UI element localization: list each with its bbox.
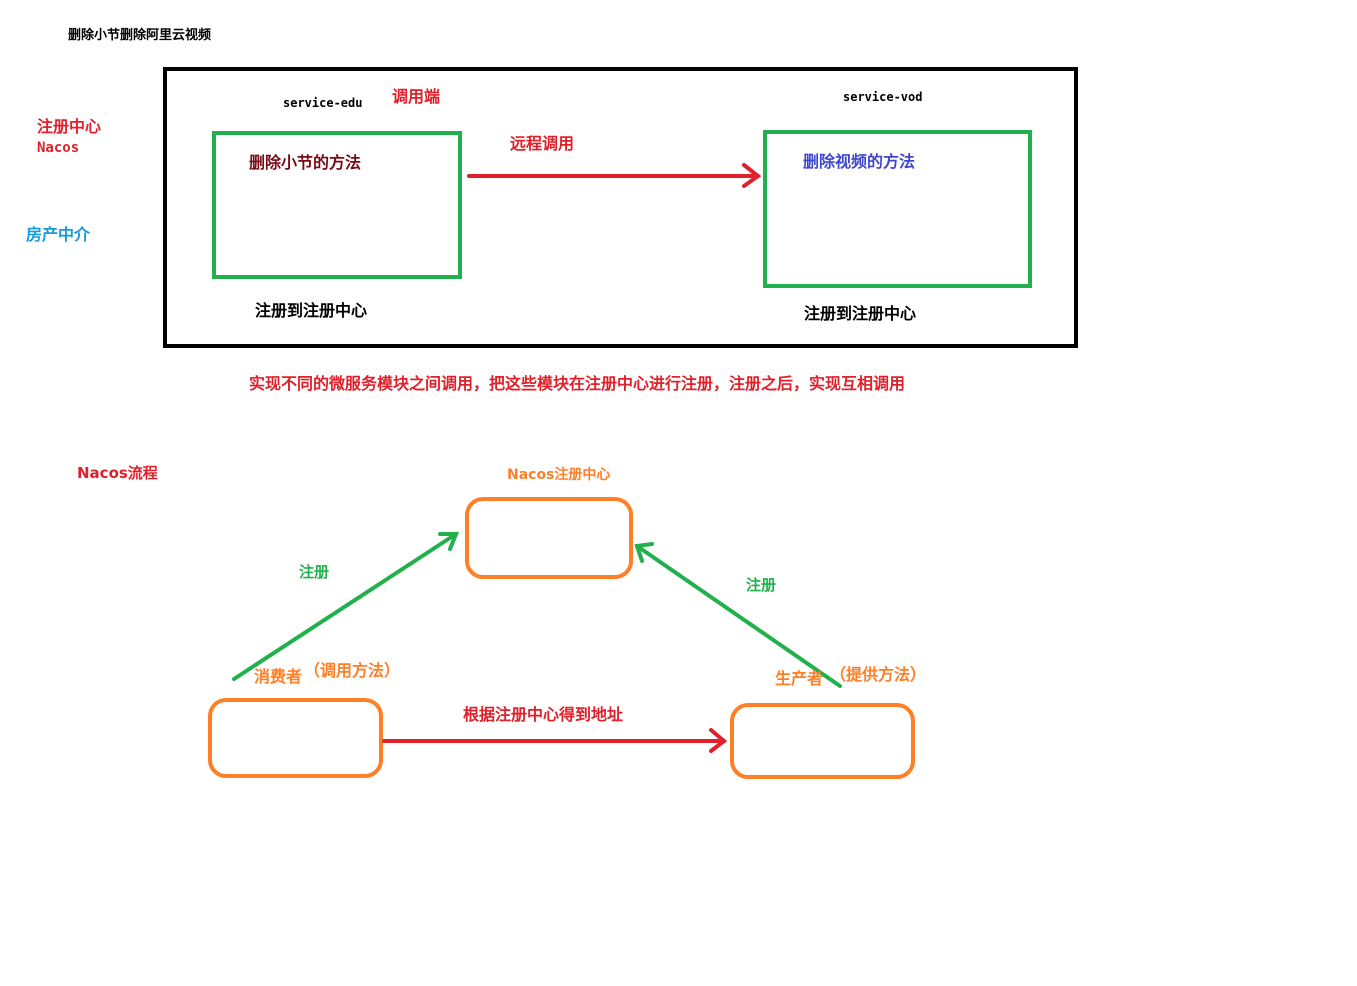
outer-frame bbox=[163, 67, 1078, 348]
edu-box bbox=[212, 131, 462, 279]
producer-note: （提供方法） bbox=[830, 665, 927, 684]
side-analogy-label: 房产中介 bbox=[26, 225, 91, 244]
side-nacos-label: Nacos bbox=[37, 140, 80, 156]
vod-method-label: 删除视频的方法 bbox=[803, 152, 916, 171]
registry-box bbox=[465, 497, 633, 579]
registry-label: Nacos注册中心 bbox=[507, 467, 611, 483]
page-title: 删除小节删除阿里云视频 bbox=[68, 28, 212, 43]
edu-register-label: 注册到注册中心 bbox=[255, 301, 368, 320]
consumer-box bbox=[208, 698, 383, 778]
register-arrow-right bbox=[634, 542, 842, 688]
consumer-note: （调用方法） bbox=[304, 661, 401, 680]
consumer-label: 消费者 bbox=[254, 667, 303, 686]
vod-box bbox=[763, 130, 1032, 288]
edu-service-name: service-edu bbox=[283, 96, 363, 110]
flow-title: Nacos流程 bbox=[77, 464, 158, 482]
vod-register-label: 注册到注册中心 bbox=[804, 304, 917, 323]
lookup-arrow bbox=[382, 728, 728, 753]
vod-service-name: service-vod bbox=[843, 90, 923, 104]
summary-text: 实现不同的微服务模块之间调用，把这些模块在注册中心进行注册，注册之后，实现互相调… bbox=[249, 374, 906, 393]
caller-label: 调用端 bbox=[392, 87, 441, 106]
producer-box bbox=[730, 703, 915, 779]
edu-method-label: 删除小节的方法 bbox=[249, 153, 362, 172]
remote-call-label: 远程调用 bbox=[510, 134, 575, 153]
remote-call-arrow bbox=[467, 163, 762, 188]
register-arrow-left bbox=[232, 532, 459, 681]
producer-label: 生产者 bbox=[775, 669, 824, 688]
register-right-label: 注册 bbox=[746, 576, 777, 594]
lookup-label: 根据注册中心得到地址 bbox=[463, 705, 624, 724]
side-registry-label: 注册中心 bbox=[37, 117, 102, 136]
register-left-label: 注册 bbox=[299, 563, 330, 581]
